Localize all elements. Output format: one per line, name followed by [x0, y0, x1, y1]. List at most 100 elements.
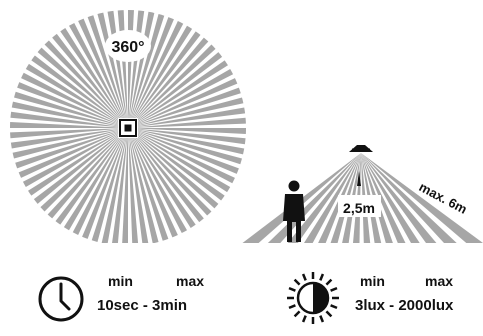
sun-ray	[293, 310, 301, 318]
coverage-ray	[128, 128, 235, 184]
coverage-ray	[97, 12, 128, 128]
sun-ray	[301, 315, 307, 323]
coverage-ray	[72, 128, 128, 235]
side-view-rays	[0, 153, 483, 263]
coverage-ray	[128, 21, 184, 129]
lux-range-value: 3lux - 2000lux	[355, 297, 454, 314]
coverage-ray	[22, 128, 129, 187]
coverage-ray	[128, 128, 196, 228]
coverage-ray	[9, 122, 128, 128]
side-view-ray	[267, 153, 361, 243]
coverage-ray	[128, 97, 244, 128]
side-view-ray	[287, 153, 361, 243]
coverage-ray	[87, 15, 128, 128]
coverage-ray	[52, 33, 128, 128]
coverage-ray	[128, 128, 169, 241]
coverage-ray	[122, 128, 128, 246]
coverage-ray	[78, 18, 128, 129]
side-view-ray	[361, 153, 406, 243]
coverage-ray	[128, 37, 209, 128]
mounting-height-label: 2,5m	[343, 200, 375, 216]
max-range-label: max. 6m	[417, 179, 470, 217]
side-view-ray	[342, 153, 361, 243]
coverage-ray	[128, 128, 219, 209]
coverage-ray	[15, 128, 128, 169]
coverage-ray	[128, 117, 246, 128]
coverage-ray	[21, 72, 129, 128]
floor-line	[0, 243, 483, 263]
lux-min-label: min	[360, 273, 385, 289]
coverage-ray	[14, 91, 128, 128]
coverage-ray	[128, 128, 149, 246]
coverage-ray	[63, 128, 128, 231]
coverage-ray	[128, 128, 204, 223]
coverage-ray	[55, 128, 129, 225]
coverage-ray	[47, 128, 128, 219]
sun-ray	[325, 310, 333, 318]
coverage-ray	[128, 17, 174, 128]
coverage-ray	[25, 63, 129, 128]
side-view-ray	[361, 153, 457, 243]
side-view-ray	[361, 153, 420, 243]
coverage-ray	[18, 128, 129, 178]
coverage-ray	[69, 22, 128, 129]
coverage-ray	[111, 128, 128, 246]
coverage-ray	[128, 128, 225, 201]
coverage-ray	[40, 128, 129, 212]
coverage-rays	[9, 9, 246, 246]
side-view-ray	[361, 153, 437, 243]
coverage-ray	[128, 128, 212, 216]
coverage-ray	[128, 128, 231, 193]
sun-ray	[301, 273, 307, 281]
sun-ray	[319, 273, 325, 281]
coverage-ray	[128, 107, 246, 128]
sun-rays-icon	[287, 272, 339, 324]
coverage-ray	[128, 128, 139, 246]
time-max-label: max	[176, 273, 204, 289]
coverage-ray	[101, 128, 128, 245]
coverage-ray	[11, 101, 128, 128]
side-view-ray	[330, 153, 361, 243]
clock-icon	[38, 276, 84, 322]
sun-ray	[288, 304, 296, 310]
sun-moon-icon	[287, 272, 339, 324]
coverage-ray	[17, 82, 128, 128]
coverage-ray	[128, 44, 216, 129]
side-view-ray	[318, 153, 361, 243]
coverage-ray	[128, 128, 242, 165]
coverage-ray	[28, 128, 128, 196]
coverage-ray	[128, 25, 193, 129]
coverage-ray	[128, 14, 165, 128]
coverage-ray	[128, 128, 159, 244]
coverage-ray	[60, 28, 128, 128]
sun-ray	[325, 278, 333, 286]
coverage-ray	[10, 111, 129, 128]
top-view-coverage: 360°	[9, 9, 246, 246]
coverage-angle-label: 360°	[111, 39, 144, 56]
side-view-coverage: 2,5m max. 6m	[0, 145, 483, 263]
coverage-ray	[128, 78, 238, 128]
time-range-value: 10sec - 3min	[97, 297, 187, 314]
coverage-ray	[128, 128, 187, 234]
coverage-ray	[128, 87, 241, 128]
coverage-ray	[31, 55, 129, 129]
coverage-ray	[128, 128, 246, 134]
sun-ray	[288, 286, 296, 292]
person-icon	[283, 180, 305, 242]
coverage-ray	[91, 128, 128, 242]
time-min-label: min	[108, 273, 133, 289]
sensor-lens-icon	[124, 124, 132, 132]
coverage-ray	[128, 128, 246, 145]
coverage-ray	[10, 128, 128, 139]
lux-setting: min max 3lux - 2000lux	[287, 272, 454, 324]
coverage-ray	[128, 128, 178, 238]
side-view-ray	[304, 153, 361, 243]
coverage-ray	[33, 128, 128, 204]
coverage-ray	[12, 128, 128, 159]
sun-ray	[330, 286, 338, 292]
coverage-ray	[128, 128, 239, 174]
coverage-ray	[44, 40, 129, 129]
coverage-ray	[82, 128, 128, 239]
coverage-ray	[128, 128, 245, 155]
